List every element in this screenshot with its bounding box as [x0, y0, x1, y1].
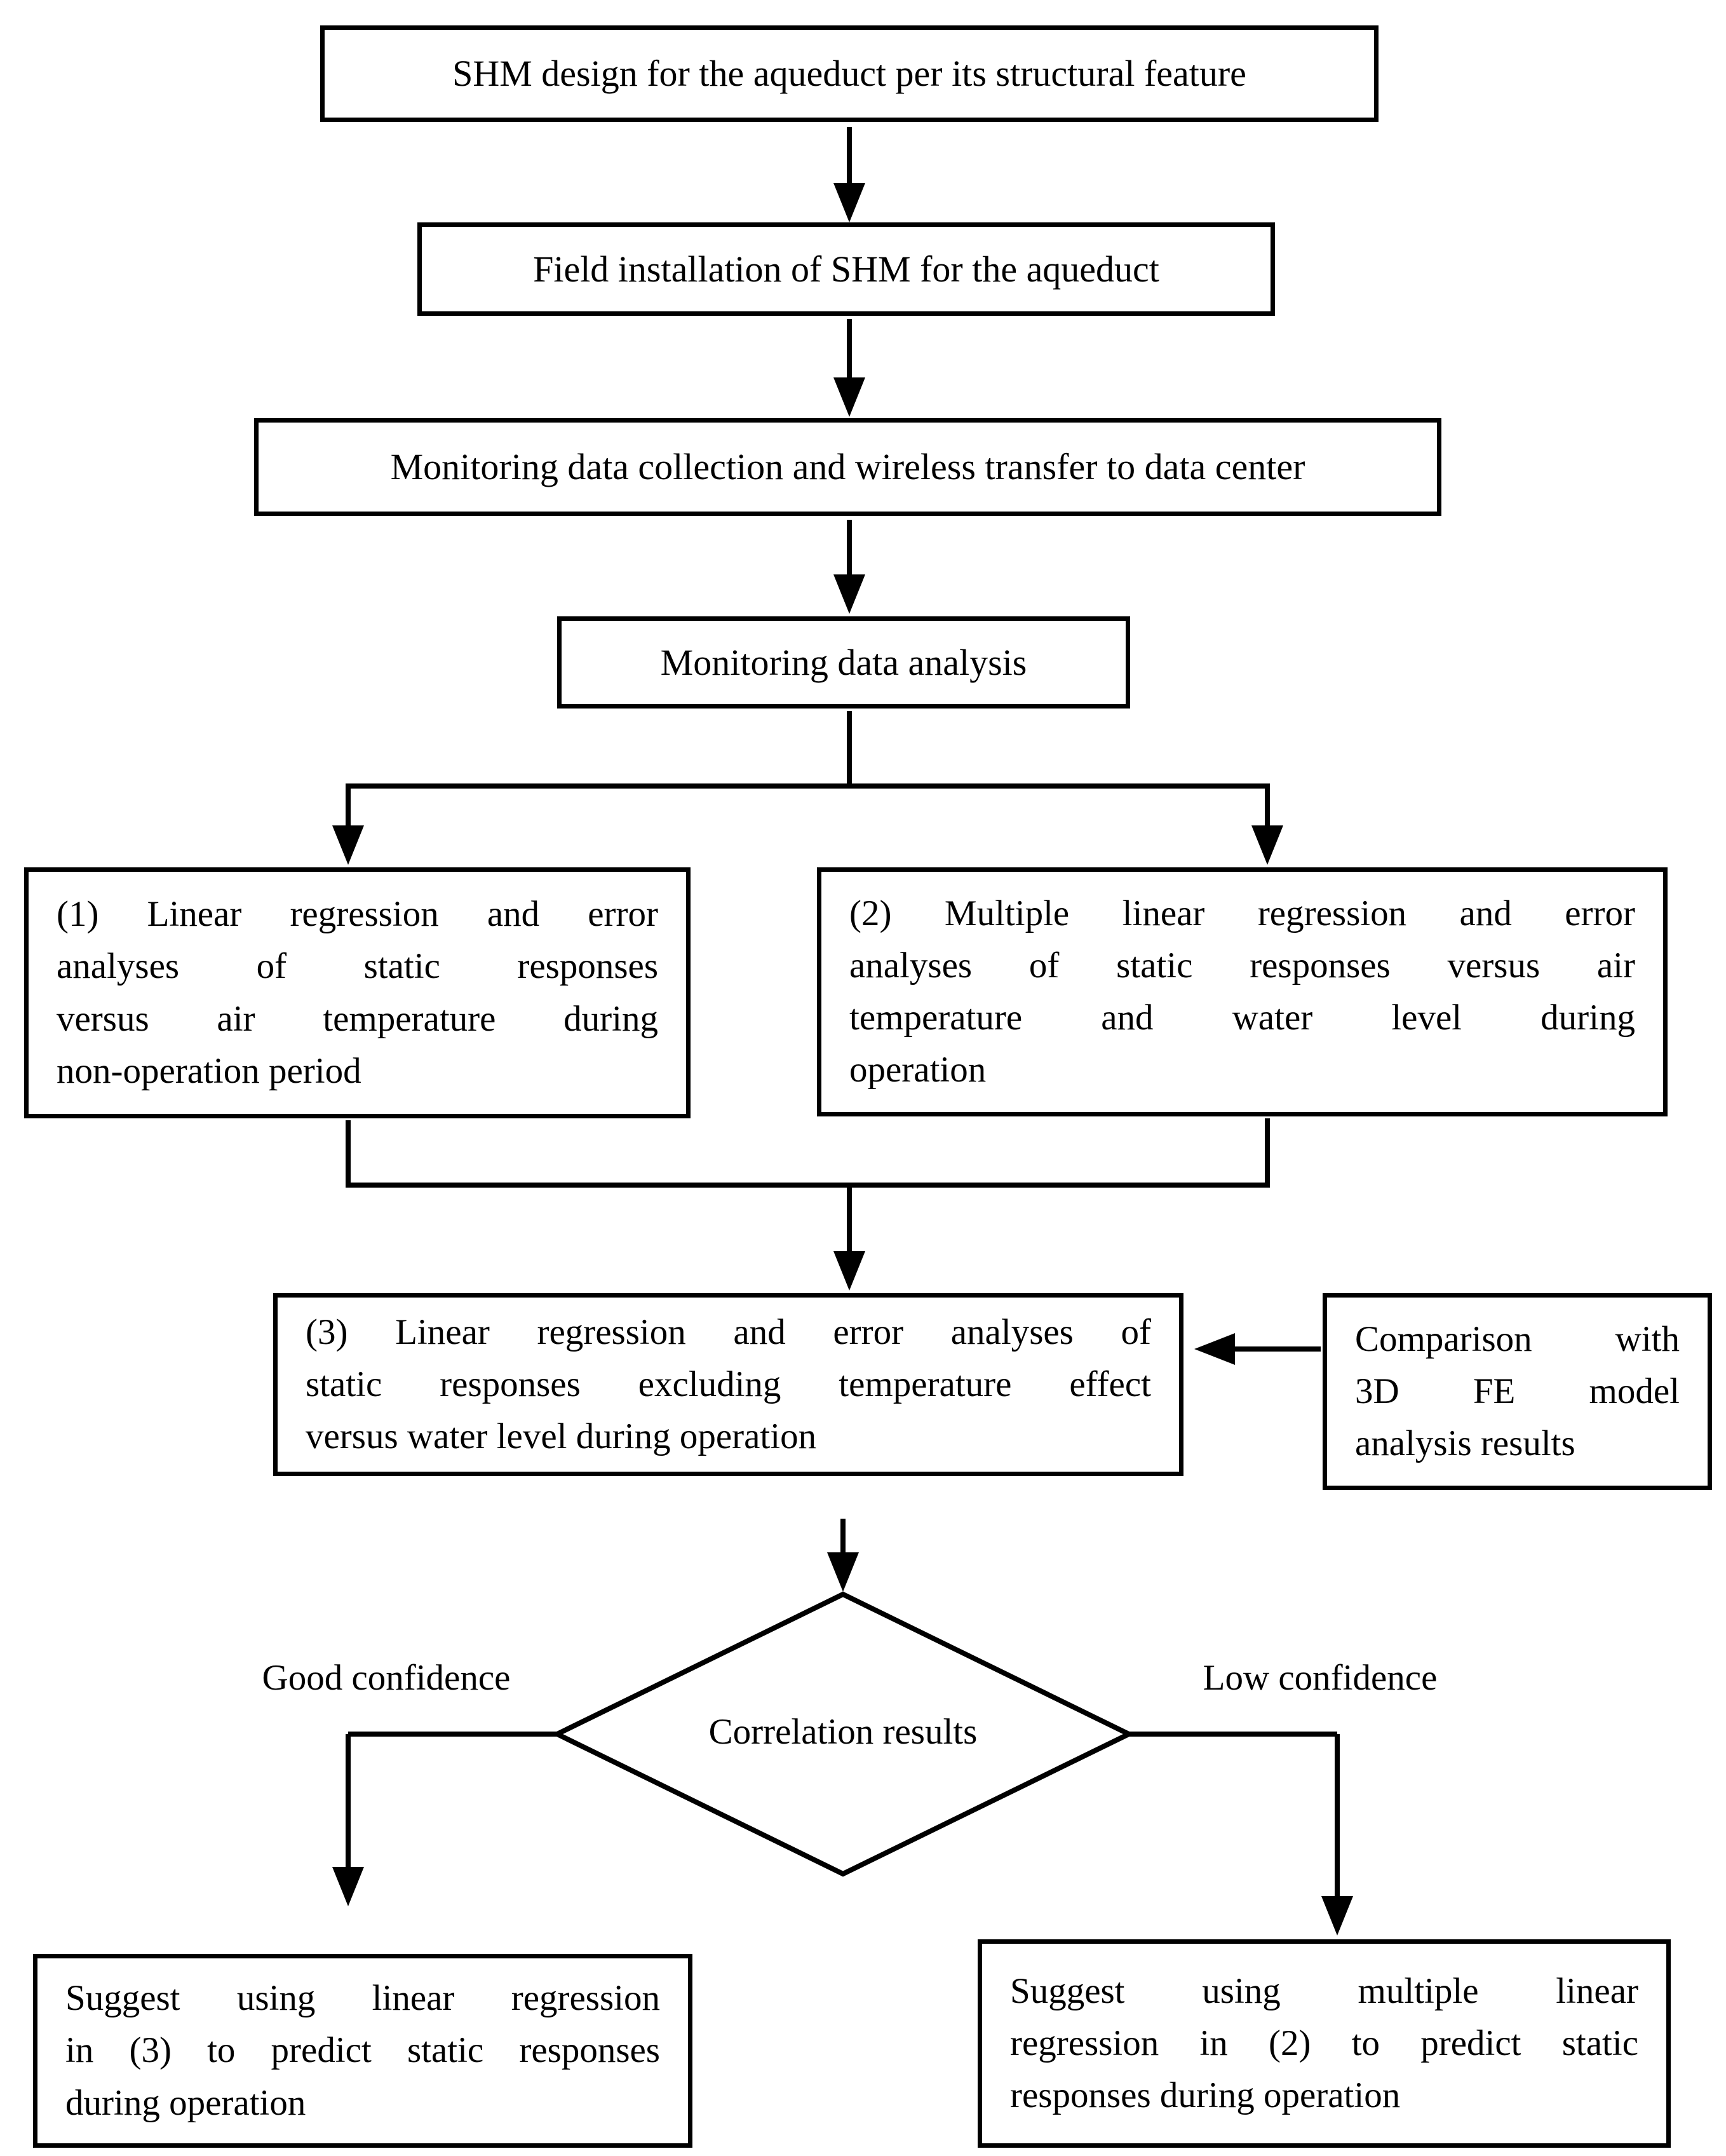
connector-split-to-branches	[346, 711, 1270, 826]
flow-node-data-analysis-label: Monitoring data analysis	[660, 641, 1027, 683]
flow-node-analysis-3: (3) Linear regression and error analyses…	[273, 1293, 1183, 1476]
arrowhead-down-into-suggest-multiple	[1321, 1896, 1353, 1936]
arrowhead-left-into-analysis3	[1194, 1333, 1235, 1365]
arrowhead-down-into-collection	[833, 377, 865, 417]
text-line: Suggest using linear regression	[65, 1978, 660, 2019]
connector-decision-right-branch	[1129, 1732, 1340, 1897]
text-line: (2) Multiple linear regression and error	[849, 893, 1635, 933]
text-line: in (3) to predict static responses	[65, 2030, 660, 2071]
flow-node-analysis-2: (2) Multiple linear regression and error…	[817, 867, 1668, 1116]
flow-node-data-collection-label: Monitoring data collection and wireless …	[390, 446, 1305, 488]
flow-node-analysis-1: (1) Linear regression and error analyses …	[24, 867, 691, 1118]
text-line: regression in (2) to predict static	[1010, 2023, 1638, 2063]
branch-label-good-confidence: Good confidence	[262, 1658, 511, 1698]
flow-node-field-installation: Field installation of SHM for the aquedu…	[417, 222, 1275, 316]
text-line: analyses of static responses	[57, 946, 658, 987]
text-line: 3D FE model	[1355, 1371, 1680, 1411]
flow-node-suggest-linear: Suggest using linear regression in (3) to…	[33, 1954, 692, 2148]
arrowhead-down-into-suggest-linear	[332, 1867, 364, 1906]
text-line: analyses of static responses versus air	[849, 945, 1635, 986]
arrowhead-down-into-analysis2	[1251, 825, 1283, 865]
connector-decision-left-branch	[346, 1732, 557, 1868]
flow-node-fe-comparison: Comparison with 3D FE model analysis resul…	[1323, 1293, 1712, 1490]
text-line: (1) Linear regression and error	[57, 894, 658, 935]
flow-node-data-analysis: Monitoring data analysis	[557, 616, 1130, 708]
text-line: during operation	[65, 2082, 306, 2123]
text-line: operation	[849, 1050, 987, 1090]
text-line: responses during operation	[1010, 2075, 1401, 2116]
arrowhead-down-into-analysis1	[332, 825, 364, 865]
text-line: non-operation period	[57, 1050, 361, 1091]
text-line: versus air temperature during	[57, 998, 658, 1039]
arrowhead-down-into-analysis	[833, 574, 865, 614]
text-line: analysis results	[1355, 1423, 1575, 1464]
text-line: temperature and water level during	[849, 998, 1635, 1038]
text-line: static responses excluding temperature e…	[306, 1364, 1151, 1404]
text-line: (3) Linear regression and error analyses…	[306, 1312, 1151, 1352]
flow-node-suggest-multiple: Suggest using multiple linear regression …	[978, 1939, 1671, 2148]
arrowhead-down-into-analysis3	[833, 1251, 865, 1291]
flow-node-data-collection: Monitoring data collection and wireless …	[254, 418, 1441, 516]
flow-node-shm-design-label: SHM design for the aqueduct per its stru…	[452, 53, 1246, 95]
text-line: Comparison with	[1355, 1319, 1680, 1359]
branch-label-low-confidence: Low confidence	[1203, 1658, 1438, 1698]
flow-node-field-installation-label: Field installation of SHM for the aquedu…	[533, 248, 1159, 290]
arrowhead-down-into-decision	[827, 1552, 859, 1592]
decision-diamond-label: Correlation results	[708, 1712, 978, 1752]
text-line: Suggest using multiple linear	[1010, 1970, 1638, 2011]
decision-diamond-shape	[551, 1591, 1135, 1877]
flow-node-shm-design: SHM design for the aqueduct per its stru…	[320, 25, 1379, 122]
arrowhead-down-into-install	[833, 183, 865, 222]
text-line: versus water level during operation	[306, 1416, 817, 1457]
connector-merge-to-analysis3	[346, 1118, 1270, 1253]
